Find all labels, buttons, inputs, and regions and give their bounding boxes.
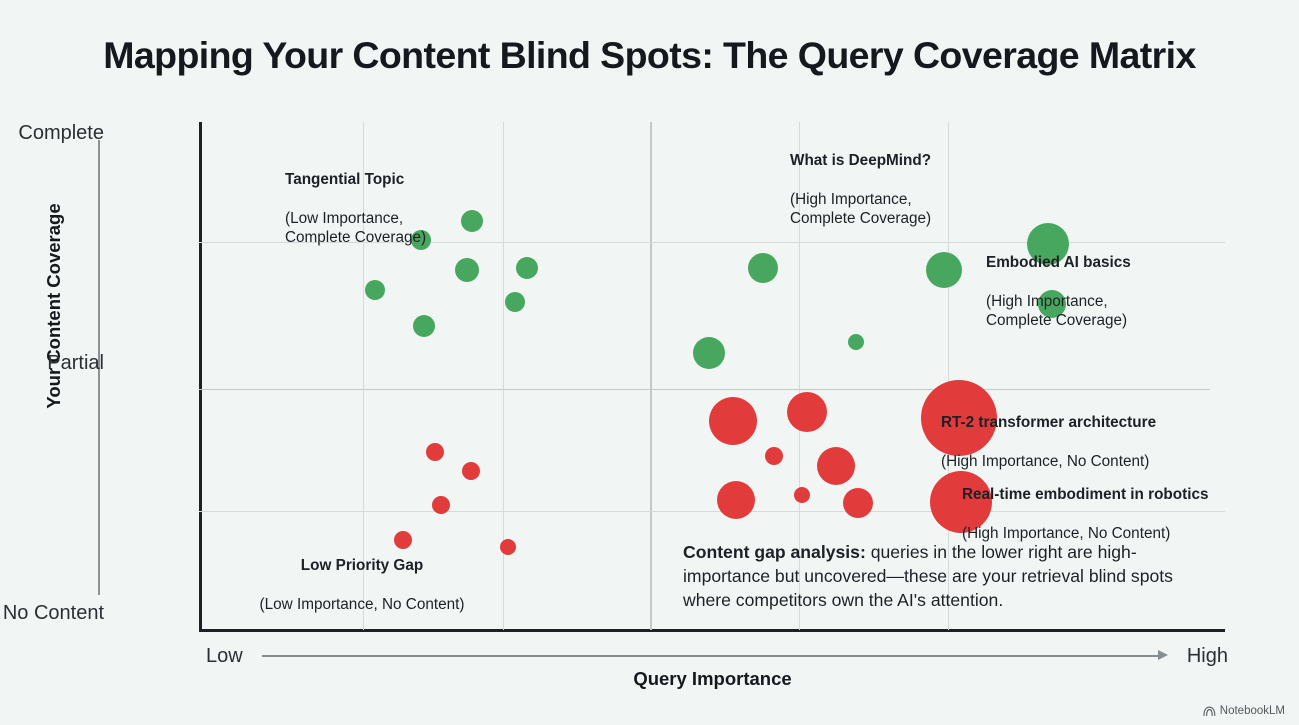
annotation-lowpriority-sub: (Low Importance, No Content) xyxy=(259,595,465,613)
x-tick-high: High xyxy=(1186,645,1228,667)
annotation-embodied-ai-basics: Embodied AI basics (High Importance, Com… xyxy=(986,233,1131,351)
annotation-deepmind-heading: What is DeepMind? xyxy=(790,151,932,169)
gridline-vertical xyxy=(650,122,652,630)
annotation-embodied-sub: (High Importance, Complete Coverage) xyxy=(986,292,1128,330)
bubble-tangential xyxy=(516,256,539,279)
bubble-embodied xyxy=(1037,289,1066,318)
bubble-lowpriority xyxy=(461,461,480,480)
bubble-gap xyxy=(708,397,757,446)
callout-body: queries in the lower right are high-impo… xyxy=(683,542,1173,610)
annotation-embodied-heading: Embodied AI basics xyxy=(986,253,1131,271)
bubble-gap xyxy=(716,480,755,519)
bubble-tangential xyxy=(365,280,386,301)
y-tick-partial: Partial xyxy=(47,352,104,374)
gridline-horizontal xyxy=(199,511,1225,513)
bubble-gap xyxy=(787,392,828,433)
annotation-tangential-topic: Tangential Topic (Low Importance, Comple… xyxy=(285,150,426,268)
notebooklm-icon xyxy=(1203,706,1216,717)
x-axis-arrow-head xyxy=(1158,650,1168,660)
bubble-embodied xyxy=(847,333,864,350)
notebooklm-watermark: NotebookLM xyxy=(1203,705,1285,717)
plot-bottom-border xyxy=(199,629,1225,632)
bubble-tangential xyxy=(454,257,479,282)
y-axis-line xyxy=(98,140,100,595)
annotation-real-time-embodiment: Real-time embodiment in robotics (High I… xyxy=(962,465,1208,563)
bubble-tangential xyxy=(460,210,483,233)
bubble-deepmind xyxy=(925,251,962,288)
x-axis-arrow-line xyxy=(262,655,1162,657)
bubble-lowpriority xyxy=(432,496,451,515)
bubble-gap xyxy=(842,488,873,518)
y-axis-title: Your Content Coverage xyxy=(43,203,64,409)
annotation-realtime-heading: Real-time embodiment in robotics xyxy=(962,485,1209,503)
gridline-vertical xyxy=(947,122,949,630)
bubble-tangential xyxy=(505,291,525,312)
callout-lead: Content gap analysis: xyxy=(683,542,866,562)
annotation-realtime-sub: (High Importance, No Content) xyxy=(962,524,1171,542)
bubble-tangential xyxy=(412,315,435,338)
y-tick-no-content: No Content xyxy=(2,602,104,624)
x-axis-title: Query Importance xyxy=(633,668,792,689)
bubble-gap xyxy=(817,446,856,485)
x-axis-scale: Low High xyxy=(200,643,1230,669)
gridline-horizontal xyxy=(199,389,1210,391)
gridline-vertical xyxy=(363,122,365,630)
annotation-low-priority-gap: Low Priority Gap (Low Importance, No Con… xyxy=(246,536,478,634)
bubble-gap xyxy=(794,486,811,503)
plot-area xyxy=(199,122,1225,630)
bubble-realtime xyxy=(930,470,993,533)
annotation-lowpriority-heading: Low Priority Gap xyxy=(300,556,424,574)
bubble-deepmind xyxy=(1026,222,1069,265)
annotation-tangential-heading: Tangential Topic xyxy=(285,170,405,188)
annotation-tangential-sub: (Low Importance, Complete Coverage) xyxy=(285,209,427,247)
bubble-gap xyxy=(764,446,783,465)
x-tick-low: Low xyxy=(206,645,243,667)
annotation-rt2-heading: RT-2 transformer architecture xyxy=(941,413,1157,431)
bubble-lowpriority xyxy=(394,531,413,550)
bubble-deepmind xyxy=(748,252,779,283)
annotation-rt2-sub: (High Importance, No Content) xyxy=(941,452,1150,470)
annotation-rt2-transformer: RT-2 transformer architecture (High Impo… xyxy=(941,393,1156,491)
gridline-vertical xyxy=(799,122,801,630)
watermark-label: NotebookLM xyxy=(1219,705,1285,717)
y-tick-complete: Complete xyxy=(18,122,104,144)
content-gap-callout: Content gap analysis: queries in the low… xyxy=(683,541,1208,612)
bubble-lowpriority xyxy=(499,539,516,556)
gridline-horizontal xyxy=(199,241,1225,243)
page-title: Mapping Your Content Blind Spots: The Qu… xyxy=(103,34,1196,76)
bubble-rt2 xyxy=(921,380,998,457)
bubble-tangential xyxy=(410,229,431,250)
gridline-vertical xyxy=(502,122,504,630)
bubble-embodied xyxy=(692,337,725,370)
bubble-lowpriority xyxy=(425,443,444,462)
plot-left-border xyxy=(199,122,202,631)
annotation-what-is-deepmind: What is DeepMind? (High Importance, Comp… xyxy=(790,131,931,249)
annotation-deepmind-sub: (High Importance, Complete Coverage) xyxy=(790,190,932,228)
